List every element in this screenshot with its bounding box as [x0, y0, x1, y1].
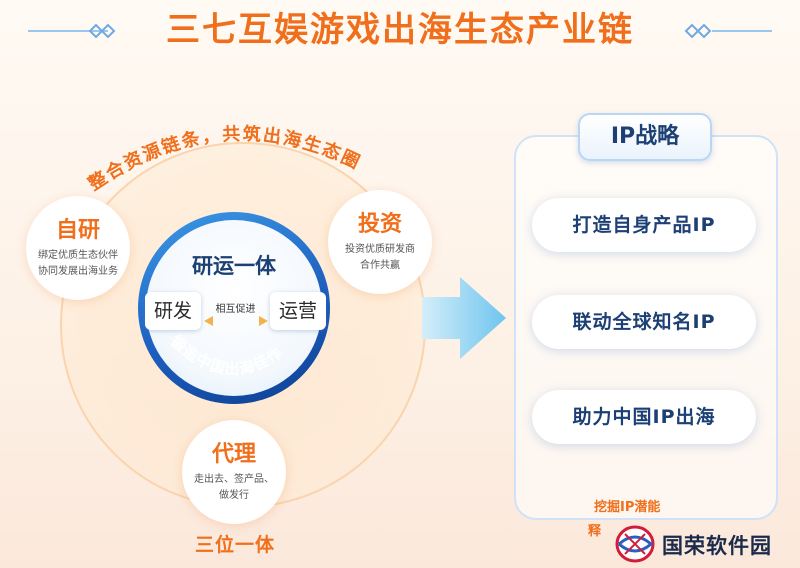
flow-arrow-icon: [420, 275, 508, 365]
invest-desc-2: 合作共赢: [360, 260, 400, 271]
watermark-text: 国荣软件园: [662, 534, 772, 558]
self-rd-desc-1: 绑定优质生态伙伴: [38, 250, 118, 261]
agency-desc-1: 走出去、签产品、: [194, 474, 274, 485]
title-line-left: [28, 30, 108, 32]
watermark-logo-icon: [613, 524, 657, 568]
arrow-left-icon: [201, 313, 215, 332]
mutual-promote-text: 相互促进: [215, 304, 256, 315]
core-title: 研运一体: [192, 254, 276, 278]
self-rd-title: 自研: [55, 218, 100, 243]
rd-pill: 研发: [145, 292, 201, 330]
trinity-label: 三位一体: [194, 534, 275, 556]
core-arc-text: 锻造中国出海佳作: [167, 332, 286, 378]
invest-title: 投资: [357, 212, 402, 237]
title-line-right: [712, 30, 772, 32]
ops-pill: 运营: [270, 292, 326, 330]
agency-node: 代理 走出去、签产品、 做发行: [182, 420, 286, 524]
ip-item-2: 联动全球知名IP: [532, 295, 756, 349]
arrow-right-icon: [257, 313, 271, 332]
agency-desc-2: 做发行: [219, 490, 249, 501]
page-title: 三七互娱游戏出海生态产业链: [166, 10, 634, 50]
self-rd-node: 自研 绑定优质生态伙伴 协同发展出海业务: [26, 196, 130, 300]
ip-footer-text: 挖掘IP潜能: [594, 500, 661, 515]
self-rd-desc-2: 协同发展出海业务: [38, 266, 118, 277]
ip-strategy-badge: IP战略: [578, 113, 712, 161]
title-diamonds-left: [86, 21, 120, 45]
ip-footer-text-2: 释: [588, 524, 602, 539]
invest-node: 投资 投资优质研发商 合作共赢: [328, 190, 432, 294]
invest-desc-1: 投资优质研发商: [345, 244, 415, 255]
title-diamonds-right: [680, 21, 714, 45]
ip-item-1: 打造自身产品IP: [532, 198, 756, 252]
ip-item-3: 助力中国IP出海: [532, 390, 756, 444]
agency-title: 代理: [211, 442, 256, 467]
svg-text:锻造中国出海佳作: 锻造中国出海佳作: [167, 332, 286, 378]
